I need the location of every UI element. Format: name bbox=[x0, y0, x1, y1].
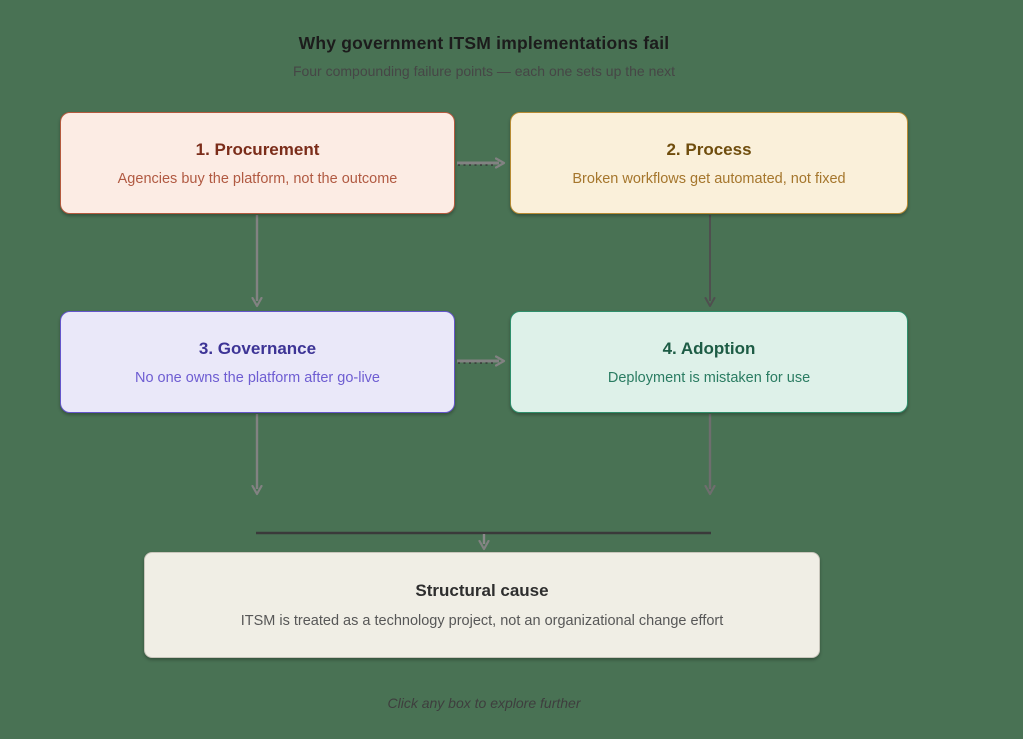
node-structural-cause-description: ITSM is treated as a technology project,… bbox=[240, 613, 724, 629]
node-structural-cause-title: Structural cause bbox=[415, 581, 549, 600]
page-title: Why government ITSM implementations fail bbox=[298, 33, 670, 53]
node-governance[interactable]: 3. Governance No one owns the platform a… bbox=[60, 311, 455, 413]
node-governance-description: No one owns the platform after go-live bbox=[134, 369, 380, 386]
node-adoption-title: 4. Adoption bbox=[662, 338, 756, 358]
footer-hint: Click any box to explore further bbox=[387, 695, 581, 711]
page-subtitle: Four compounding failure points — each o… bbox=[292, 63, 676, 79]
node-procurement-title: 1. Procurement bbox=[195, 139, 320, 159]
node-process[interactable]: 2. Process Broken workflows get automate… bbox=[510, 112, 908, 214]
node-adoption[interactable]: 4. Adoption Deployment is mistaken for u… bbox=[510, 311, 908, 413]
node-process-title: 2. Process bbox=[666, 139, 752, 159]
node-procurement[interactable]: 1. Procurement Agencies buy the platform… bbox=[60, 112, 455, 214]
node-procurement-description: Agencies buy the platform, not the outco… bbox=[117, 170, 398, 187]
node-process-description: Broken workflows get automated, not fixe… bbox=[572, 170, 846, 187]
node-governance-title: 3. Governance bbox=[198, 338, 317, 358]
node-structural-cause[interactable]: Structural cause ITSM is treated as a te… bbox=[144, 552, 820, 658]
node-adoption-description: Deployment is mistaken for use bbox=[607, 369, 811, 386]
